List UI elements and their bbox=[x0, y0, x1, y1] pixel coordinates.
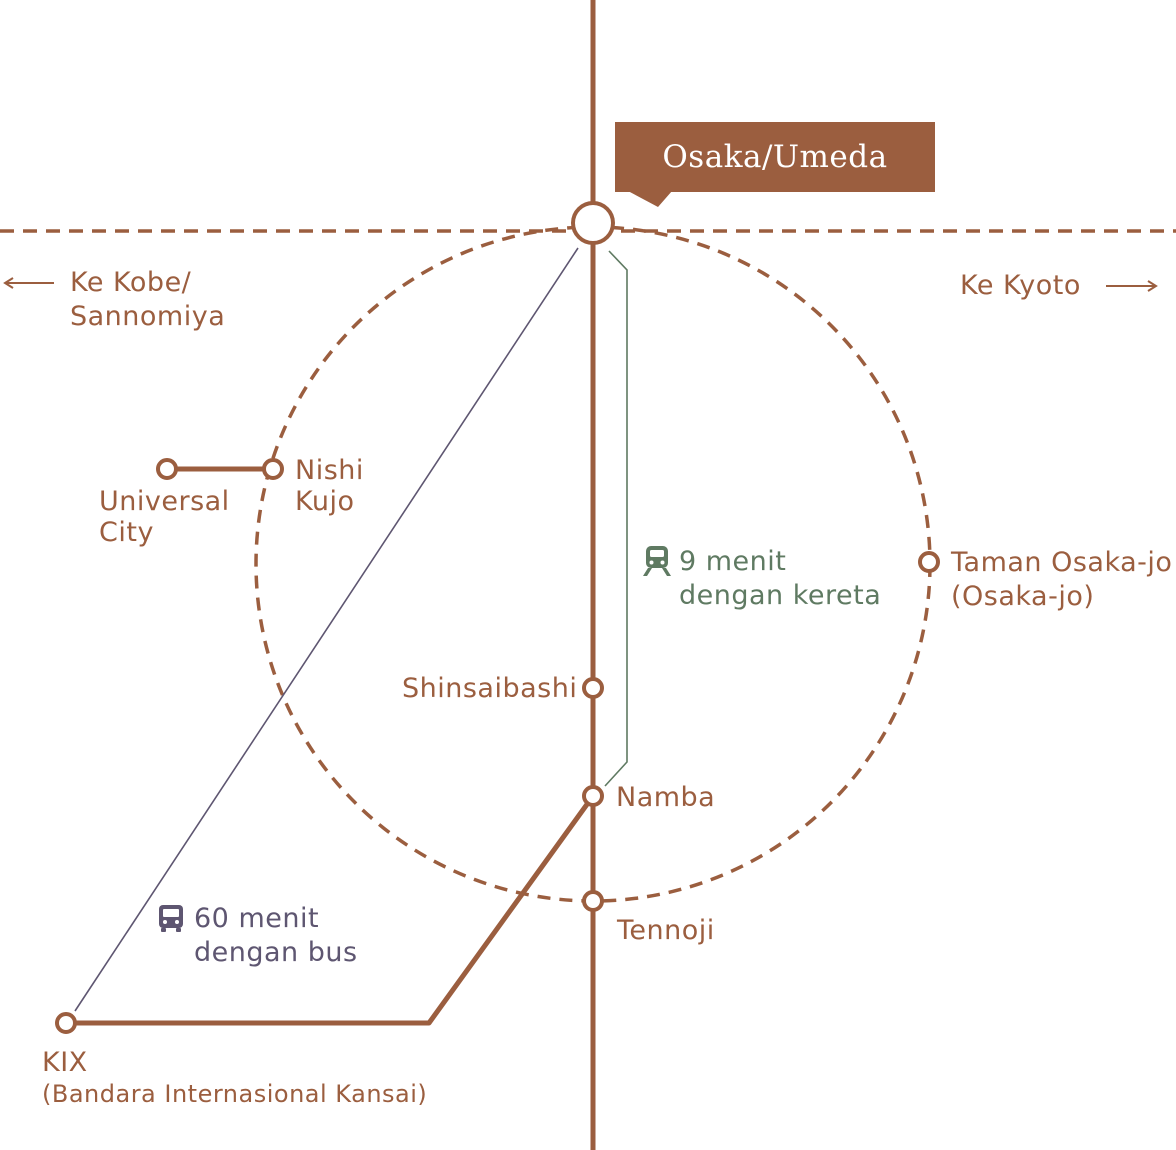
bus-time-label-2: dengan bus bbox=[194, 937, 358, 968]
direction-sannomiya-label: Sannomiya bbox=[70, 301, 226, 332]
station-kix-label-1: KIX bbox=[42, 1047, 88, 1078]
bus-route-line bbox=[74, 247, 579, 1012]
station-universal-label-1: Universal bbox=[99, 486, 230, 517]
train-time-label-1: 9 menit bbox=[679, 546, 787, 577]
station-universal-label-2: City bbox=[99, 517, 154, 548]
kix-rail-line bbox=[66, 794, 596, 1026]
station-namba-marker[interactable] bbox=[582, 785, 604, 807]
umeda-callout-label: Osaka/Umeda bbox=[662, 139, 888, 175]
station-osakajo-marker[interactable] bbox=[918, 551, 940, 573]
station-namba-label: Namba bbox=[616, 782, 716, 813]
station-nishikujo-marker[interactable] bbox=[262, 458, 284, 480]
train-icon bbox=[643, 546, 671, 576]
station-shinsaibashi-marker[interactable] bbox=[582, 677, 604, 699]
bus-icon bbox=[159, 905, 183, 932]
bus-time-label-1: 60 menit bbox=[194, 903, 320, 934]
arrow-right-icon bbox=[1106, 280, 1158, 292]
station-tennoji-label: Tennoji bbox=[617, 915, 715, 946]
arrow-left-icon bbox=[3, 277, 54, 289]
station-umeda-marker[interactable] bbox=[571, 201, 615, 245]
station-osakajo-label-1: Taman Osaka-jo bbox=[951, 547, 1173, 578]
umeda-callout-pointer bbox=[628, 191, 672, 207]
station-kix-label-2: (Bandara Internasional Kansai) bbox=[42, 1080, 428, 1108]
station-universal-marker[interactable] bbox=[156, 458, 178, 480]
station-osakajo-label-2: (Osaka-jo) bbox=[951, 581, 1095, 612]
train-time-label-2: dengan kereta bbox=[679, 580, 882, 611]
direction-kobe-label: Ke Kobe/ bbox=[70, 267, 192, 298]
station-shinsaibashi-label: Shinsaibashi bbox=[402, 673, 578, 704]
direction-kyoto-label: Ke Kyoto bbox=[960, 270, 1081, 301]
station-nishikujo-label-1: Nishi bbox=[295, 455, 364, 486]
station-nishikujo-label-2: Kujo bbox=[295, 486, 355, 517]
station-kix-marker[interactable] bbox=[55, 1012, 77, 1034]
train-time-bracket bbox=[604, 250, 628, 787]
station-tennoji-marker[interactable] bbox=[582, 890, 604, 912]
umeda-callout: Osaka/Umeda bbox=[615, 122, 935, 192]
